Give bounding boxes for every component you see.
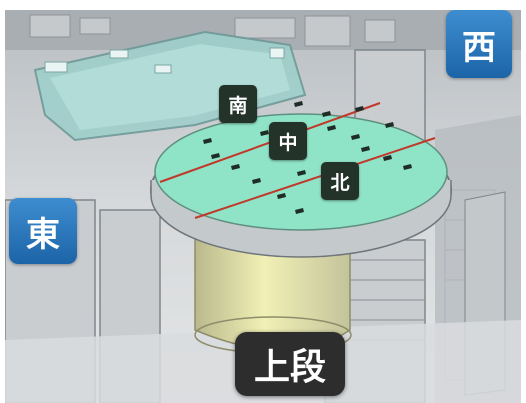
- zone-center-label: 中: [269, 122, 307, 160]
- west-label: 西: [446, 10, 512, 78]
- zone-south-label: 南: [219, 85, 257, 123]
- east-label: 東: [9, 198, 77, 264]
- zone-north-label: 北: [321, 162, 359, 200]
- scene-frame: 西 東 南 中 北 上段: [5, 10, 521, 403]
- level-label: 上段: [235, 332, 345, 396]
- cutaway-illustration: [5, 10, 521, 403]
